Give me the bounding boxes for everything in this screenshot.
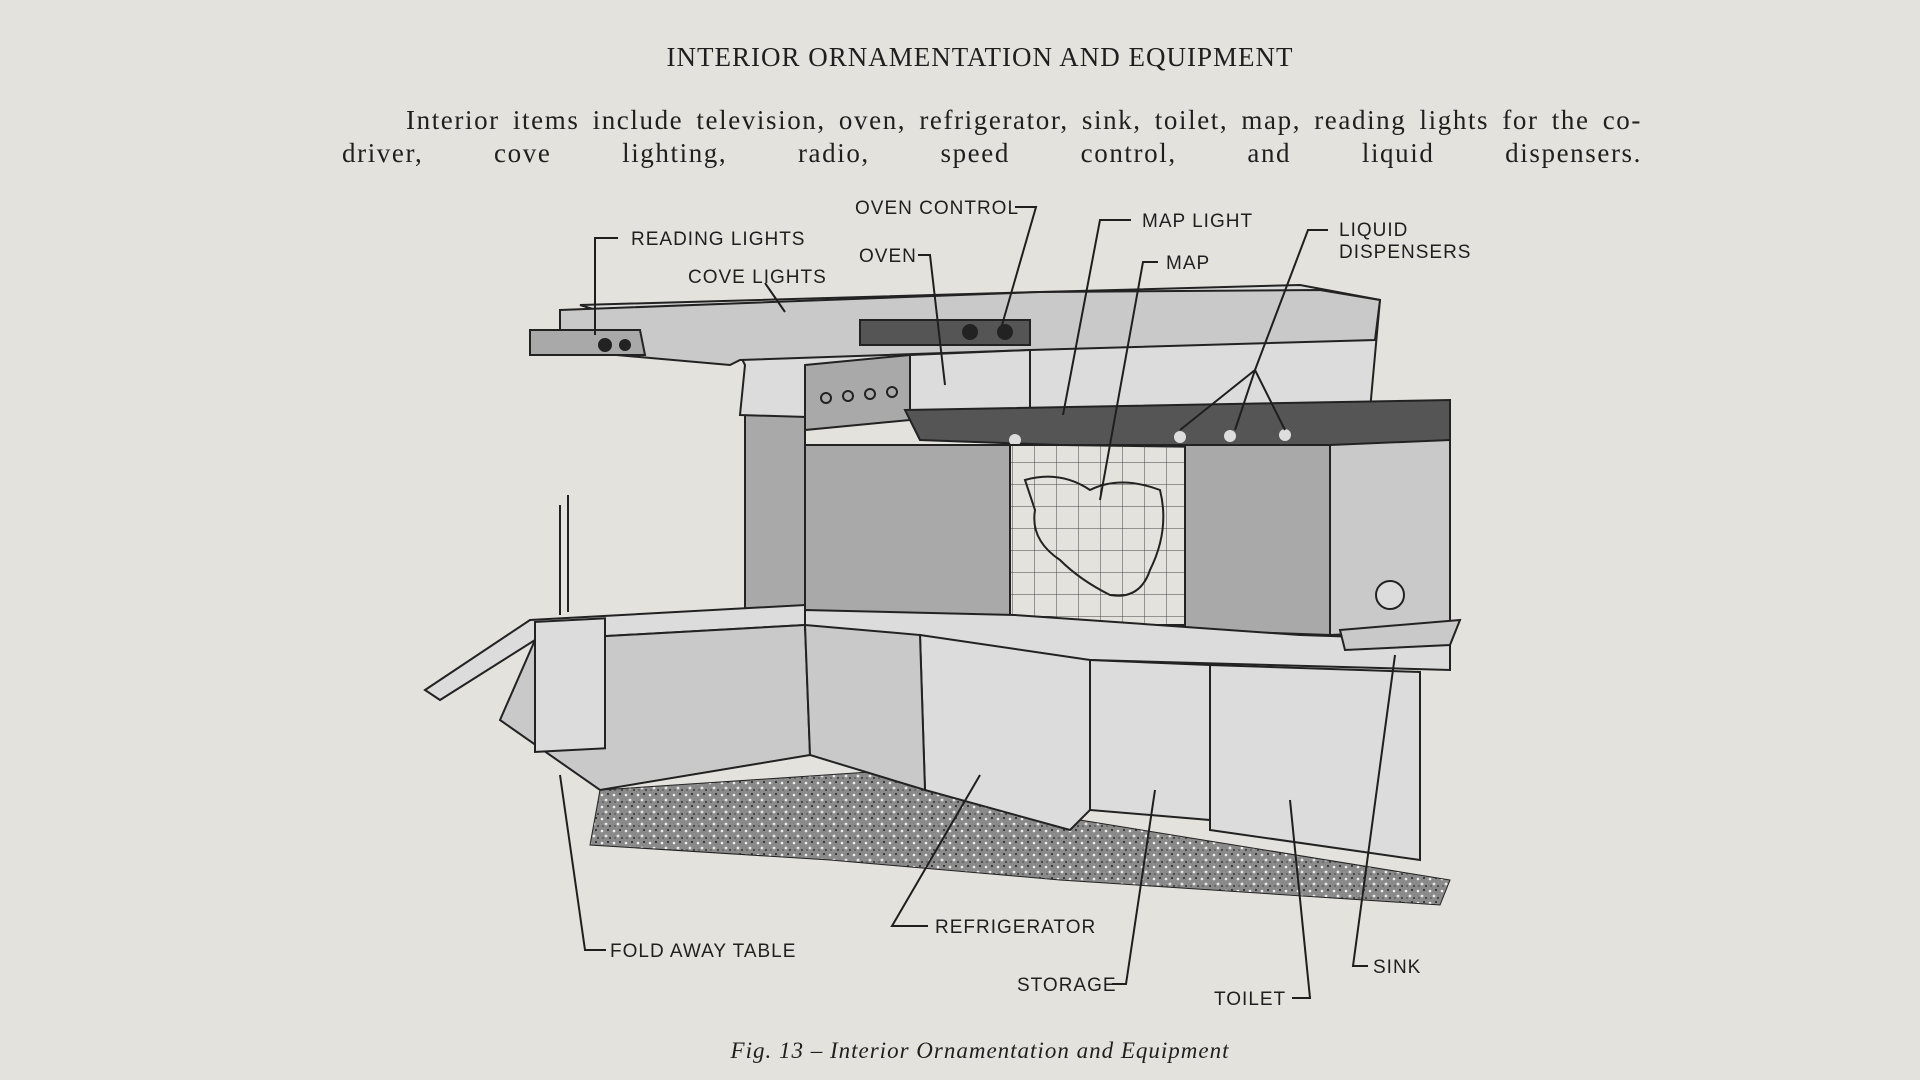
label-map-light: MAP LIGHT [1142, 211, 1253, 232]
label-fold-away-table: FOLD AWAY TABLE [610, 941, 796, 962]
lower-left-cabinet [803, 623, 927, 792]
map-drawing [1023, 475, 1165, 597]
table-leg [559, 495, 569, 615]
label-refrigerator: REFRIGERATOR [935, 917, 1096, 938]
label-oven-control: OVEN CONTROL [855, 198, 1019, 219]
leader-reading-lights [594, 237, 618, 335]
leader-sink [1351, 654, 1396, 967]
control-knob [962, 324, 978, 340]
label-oven: OVEN [859, 246, 917, 267]
toilet-cabinet [1209, 663, 1421, 862]
leader-toilet [1289, 799, 1312, 999]
reading-lights-rail [529, 329, 647, 356]
oven-unit [804, 353, 911, 432]
oven-knob [820, 392, 832, 404]
leader-cove-lights [764, 282, 786, 313]
oven-knob [886, 386, 898, 398]
map-light-fixture [1009, 434, 1021, 446]
label-liquid-dispensers-line1: LIQUID [1339, 220, 1408, 241]
leader-oven-control [1001, 206, 1038, 326]
storage-cabinet [1089, 658, 1211, 822]
page-heading: INTERIOR ORNAMENTATION AND EQUIPMENT [666, 42, 1294, 72]
oven-knob [842, 390, 854, 402]
leader-liquid-dispensers [1179, 229, 1328, 431]
label-sink: SINK [1373, 957, 1421, 978]
oven-knob [864, 388, 876, 400]
dispenser-nozzle [1174, 431, 1186, 443]
reading-light [598, 338, 612, 352]
fold-away-panel [534, 617, 606, 754]
map-panel [1009, 444, 1186, 626]
label-storage: STORAGE [1017, 975, 1117, 996]
label-liquid-dispensers-line2: DISPENSERS [1339, 242, 1471, 263]
leader-map-light [1062, 219, 1131, 416]
leader-fold-away-table [559, 774, 606, 951]
dispenser-nozzle [1224, 430, 1236, 442]
leader-refrigerator [890, 774, 981, 927]
control-knob [997, 324, 1013, 340]
figure-caption: Fig. 13 – Interior Ornamentation and Equ… [730, 1038, 1230, 1063]
sink-faucet [1375, 580, 1405, 610]
reading-light [619, 339, 631, 351]
label-cove-lights: COVE LIGHTS [688, 267, 827, 288]
leader-storage [1112, 789, 1156, 985]
leader-oven [918, 254, 946, 386]
dispenser-nozzle [1279, 429, 1291, 441]
label-toilet: TOILET [1214, 989, 1286, 1010]
wall-panel [1184, 444, 1331, 637]
wall-panel [804, 444, 1011, 626]
intro-paragraph: Interior items include television, oven,… [342, 105, 1642, 168]
sink-basin [1338, 618, 1462, 652]
leader-map [1099, 261, 1158, 501]
label-map: MAP [1166, 253, 1210, 274]
label-reading-lights: READING LIGHTS [631, 229, 805, 250]
